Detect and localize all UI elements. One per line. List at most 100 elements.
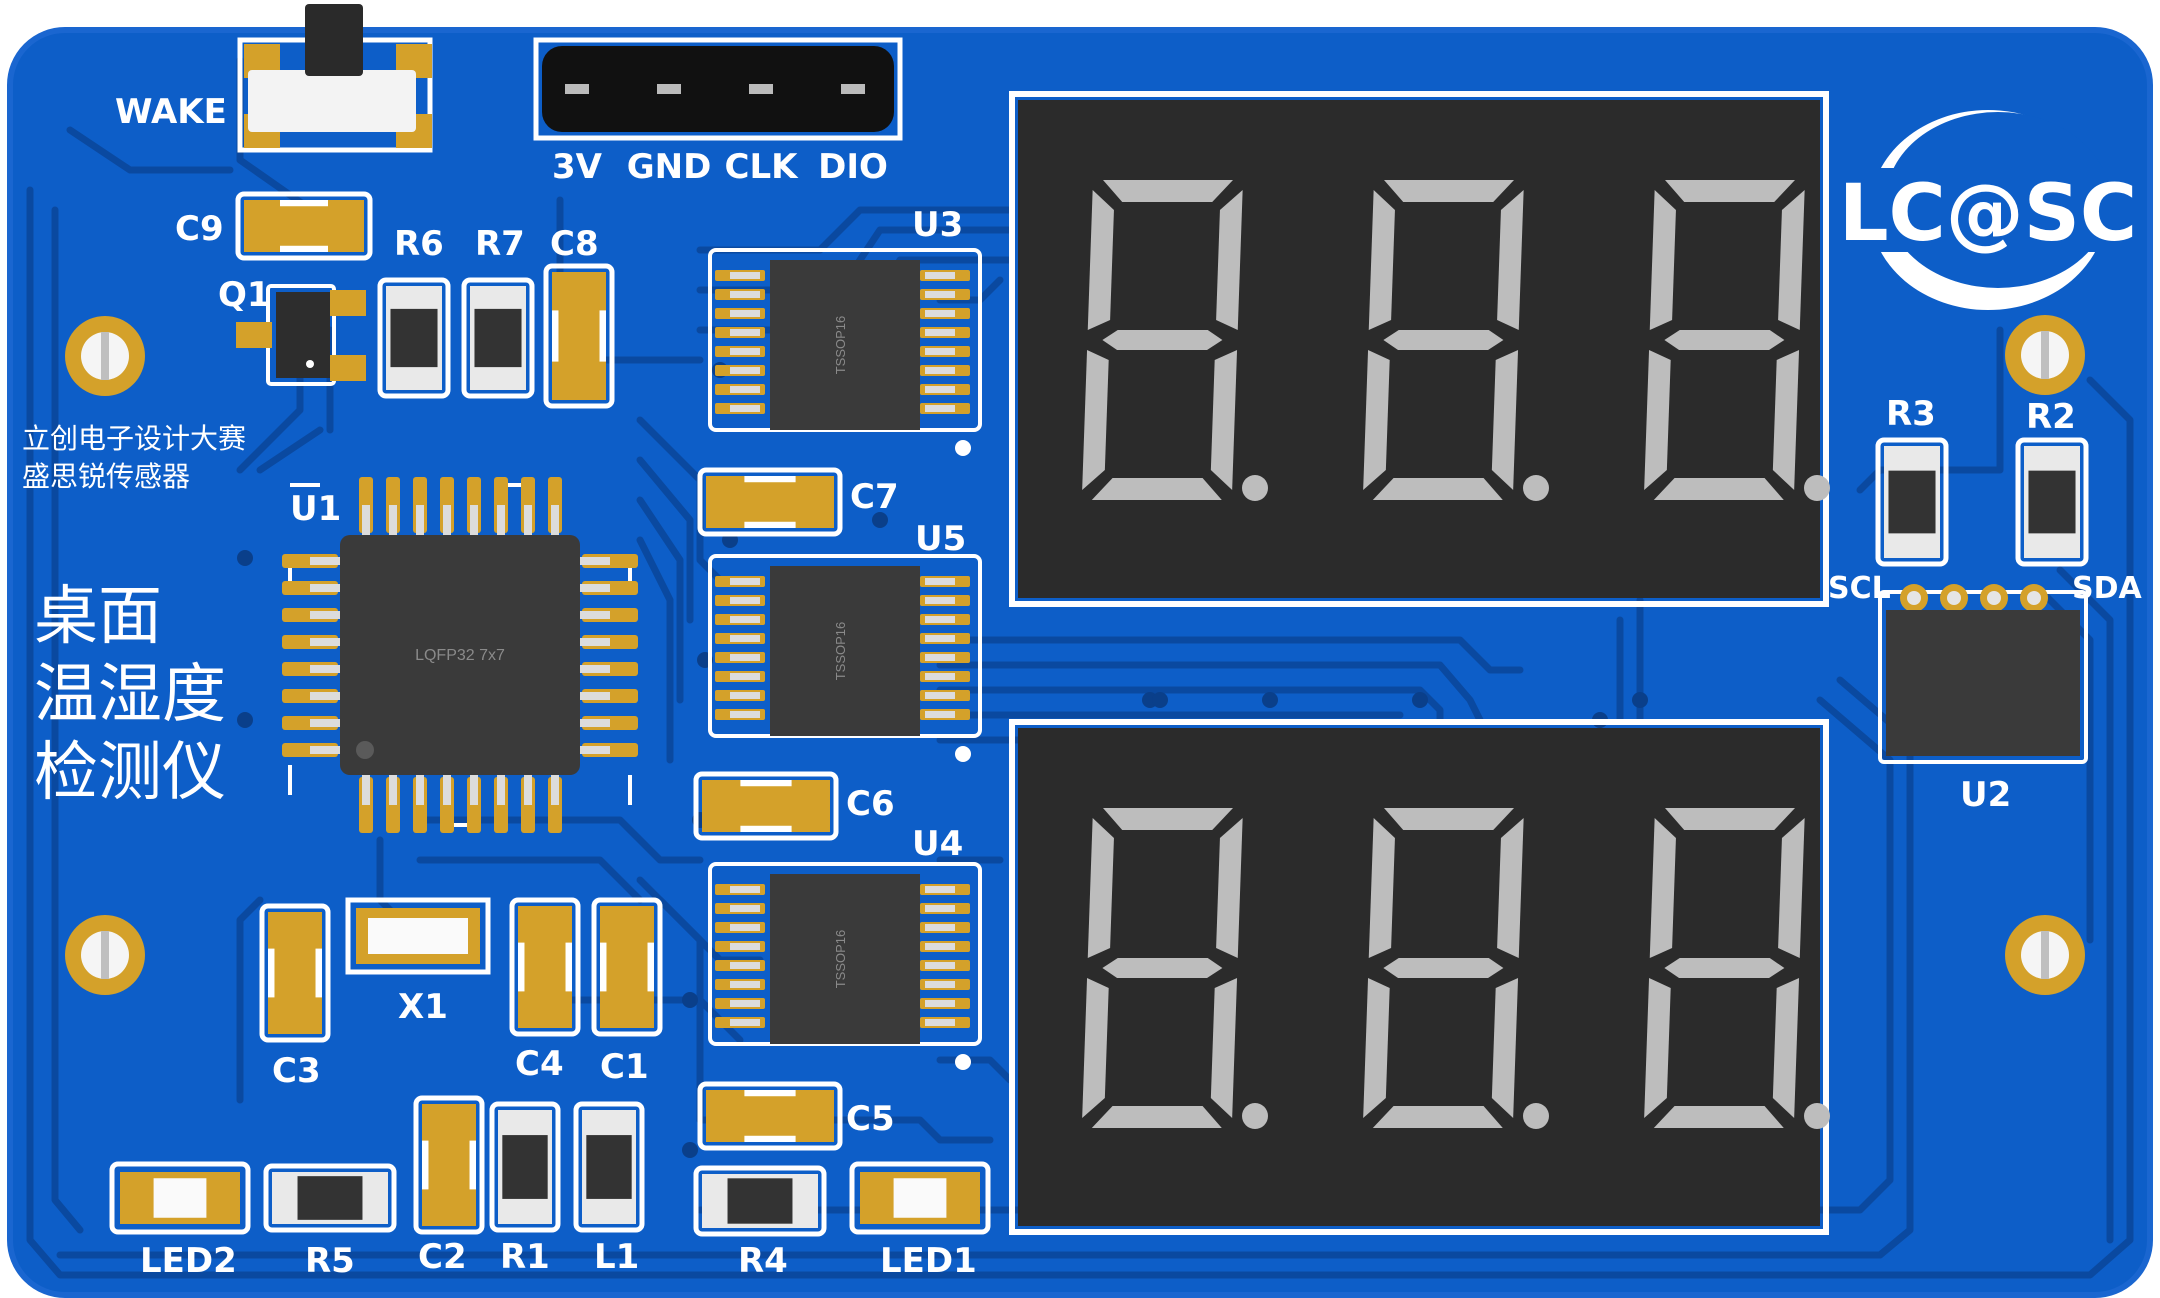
label-u5: U5 xyxy=(915,519,966,559)
q1-body xyxy=(276,292,330,378)
led-led2-lens xyxy=(153,1178,207,1218)
header-pin-clk xyxy=(749,84,773,94)
label-c8: C8 xyxy=(550,224,599,264)
u1-lead xyxy=(310,692,340,700)
cap-c4-pad xyxy=(518,991,572,1028)
segment-a xyxy=(1665,808,1795,830)
u3-lead xyxy=(730,272,760,279)
cap-c8-outline xyxy=(543,263,615,409)
u1-pin1-dimple xyxy=(356,741,374,759)
label-r6: R6 xyxy=(394,224,444,264)
trace xyxy=(2056,566,2114,1244)
segment-dp xyxy=(1242,475,1268,501)
segment-e xyxy=(1363,978,1390,1118)
trace xyxy=(236,896,264,1104)
trace xyxy=(66,126,234,174)
u4-lead xyxy=(730,924,760,931)
cap-c3-pad xyxy=(268,997,322,1034)
label-u2: U2 xyxy=(1960,775,2011,815)
segment-c xyxy=(1210,350,1238,490)
segment-d xyxy=(1653,1106,1784,1128)
label-c5: C5 xyxy=(846,1099,895,1139)
u5-lead xyxy=(925,673,955,680)
u3-lead xyxy=(730,291,760,298)
segment-dp xyxy=(1804,1103,1830,1129)
q1-dot xyxy=(306,360,314,368)
header-outline xyxy=(533,37,903,141)
cap-c1-body xyxy=(606,940,648,994)
u5-lead xyxy=(730,711,760,718)
label-c3: C3 xyxy=(272,1051,321,1091)
cap-c7-pad xyxy=(706,476,745,528)
segment-d xyxy=(1091,478,1222,500)
segment-g xyxy=(1664,958,1785,978)
segment-c xyxy=(1491,978,1519,1118)
segment-d xyxy=(1372,478,1503,500)
via xyxy=(237,712,253,728)
segment-g xyxy=(1383,330,1504,350)
u4-lead xyxy=(730,1019,760,1026)
u3-lead xyxy=(925,348,955,355)
u4-lead xyxy=(925,905,955,912)
u1-lead xyxy=(470,505,478,535)
display-lower-digit-1 xyxy=(1082,808,1268,1129)
cap-c2-outline xyxy=(413,1095,485,1235)
cap-c1-outline xyxy=(591,897,663,1037)
u5-lead xyxy=(925,635,955,642)
segment-dp xyxy=(1523,475,1549,501)
cap-c4-body xyxy=(524,940,566,994)
segment-d xyxy=(1372,1106,1503,1128)
label-sda: SDA xyxy=(2072,571,2143,606)
segment-g xyxy=(1664,330,1785,350)
mounting-hole-slot xyxy=(101,931,109,979)
u1-lead xyxy=(443,775,451,805)
u2-pin-hole xyxy=(1987,591,2001,605)
display-lower-digit-2 xyxy=(1363,808,1549,1129)
u3-lead xyxy=(925,310,955,317)
res-r5-outline xyxy=(263,1163,397,1233)
label-c4: C4 xyxy=(515,1044,564,1084)
u4-lead xyxy=(730,962,760,969)
header-pin-dio xyxy=(841,84,865,94)
u1-lead xyxy=(580,746,610,754)
display-upper-outline xyxy=(1009,91,1829,607)
led-led1-outline xyxy=(849,1161,991,1235)
u5-lead xyxy=(730,692,760,699)
segment-c xyxy=(1210,978,1238,1118)
cap-c9-body xyxy=(277,206,331,246)
label-q1: Q1 xyxy=(218,275,271,315)
segment-f xyxy=(1087,190,1114,330)
segment-f xyxy=(1368,190,1395,330)
segment-f xyxy=(1649,190,1676,330)
u1-lead xyxy=(310,611,340,619)
u3-lead xyxy=(925,405,955,412)
u1-lead xyxy=(497,775,505,805)
label-u4: U4 xyxy=(912,824,963,864)
trace xyxy=(416,816,704,864)
u4-lead xyxy=(925,1000,955,1007)
segment-a xyxy=(1384,180,1514,202)
u3-lead xyxy=(730,310,760,317)
u1-lead xyxy=(580,638,610,646)
segment-f xyxy=(1649,818,1676,958)
label-u1: U1 xyxy=(290,489,341,529)
segment-dp xyxy=(1242,1103,1268,1129)
u1-lead xyxy=(470,775,478,805)
label-c1: C1 xyxy=(600,1047,649,1087)
via xyxy=(1262,692,1278,708)
segment-dp xyxy=(1804,475,1830,501)
trace xyxy=(636,536,674,764)
cap-c8-pad xyxy=(552,272,606,311)
cap-c3-pad xyxy=(268,912,322,949)
trace xyxy=(416,856,644,904)
u5 xyxy=(770,566,920,736)
u1-lead xyxy=(416,505,424,535)
u1-lead xyxy=(580,719,610,727)
segment-g xyxy=(1102,330,1223,350)
u1-package-text: LQFP32 7x7 xyxy=(415,647,505,664)
u4-lead xyxy=(730,905,760,912)
u1-chip xyxy=(340,535,580,775)
via xyxy=(872,512,888,528)
segment-g xyxy=(1383,958,1504,978)
u3-lead xyxy=(925,272,955,279)
